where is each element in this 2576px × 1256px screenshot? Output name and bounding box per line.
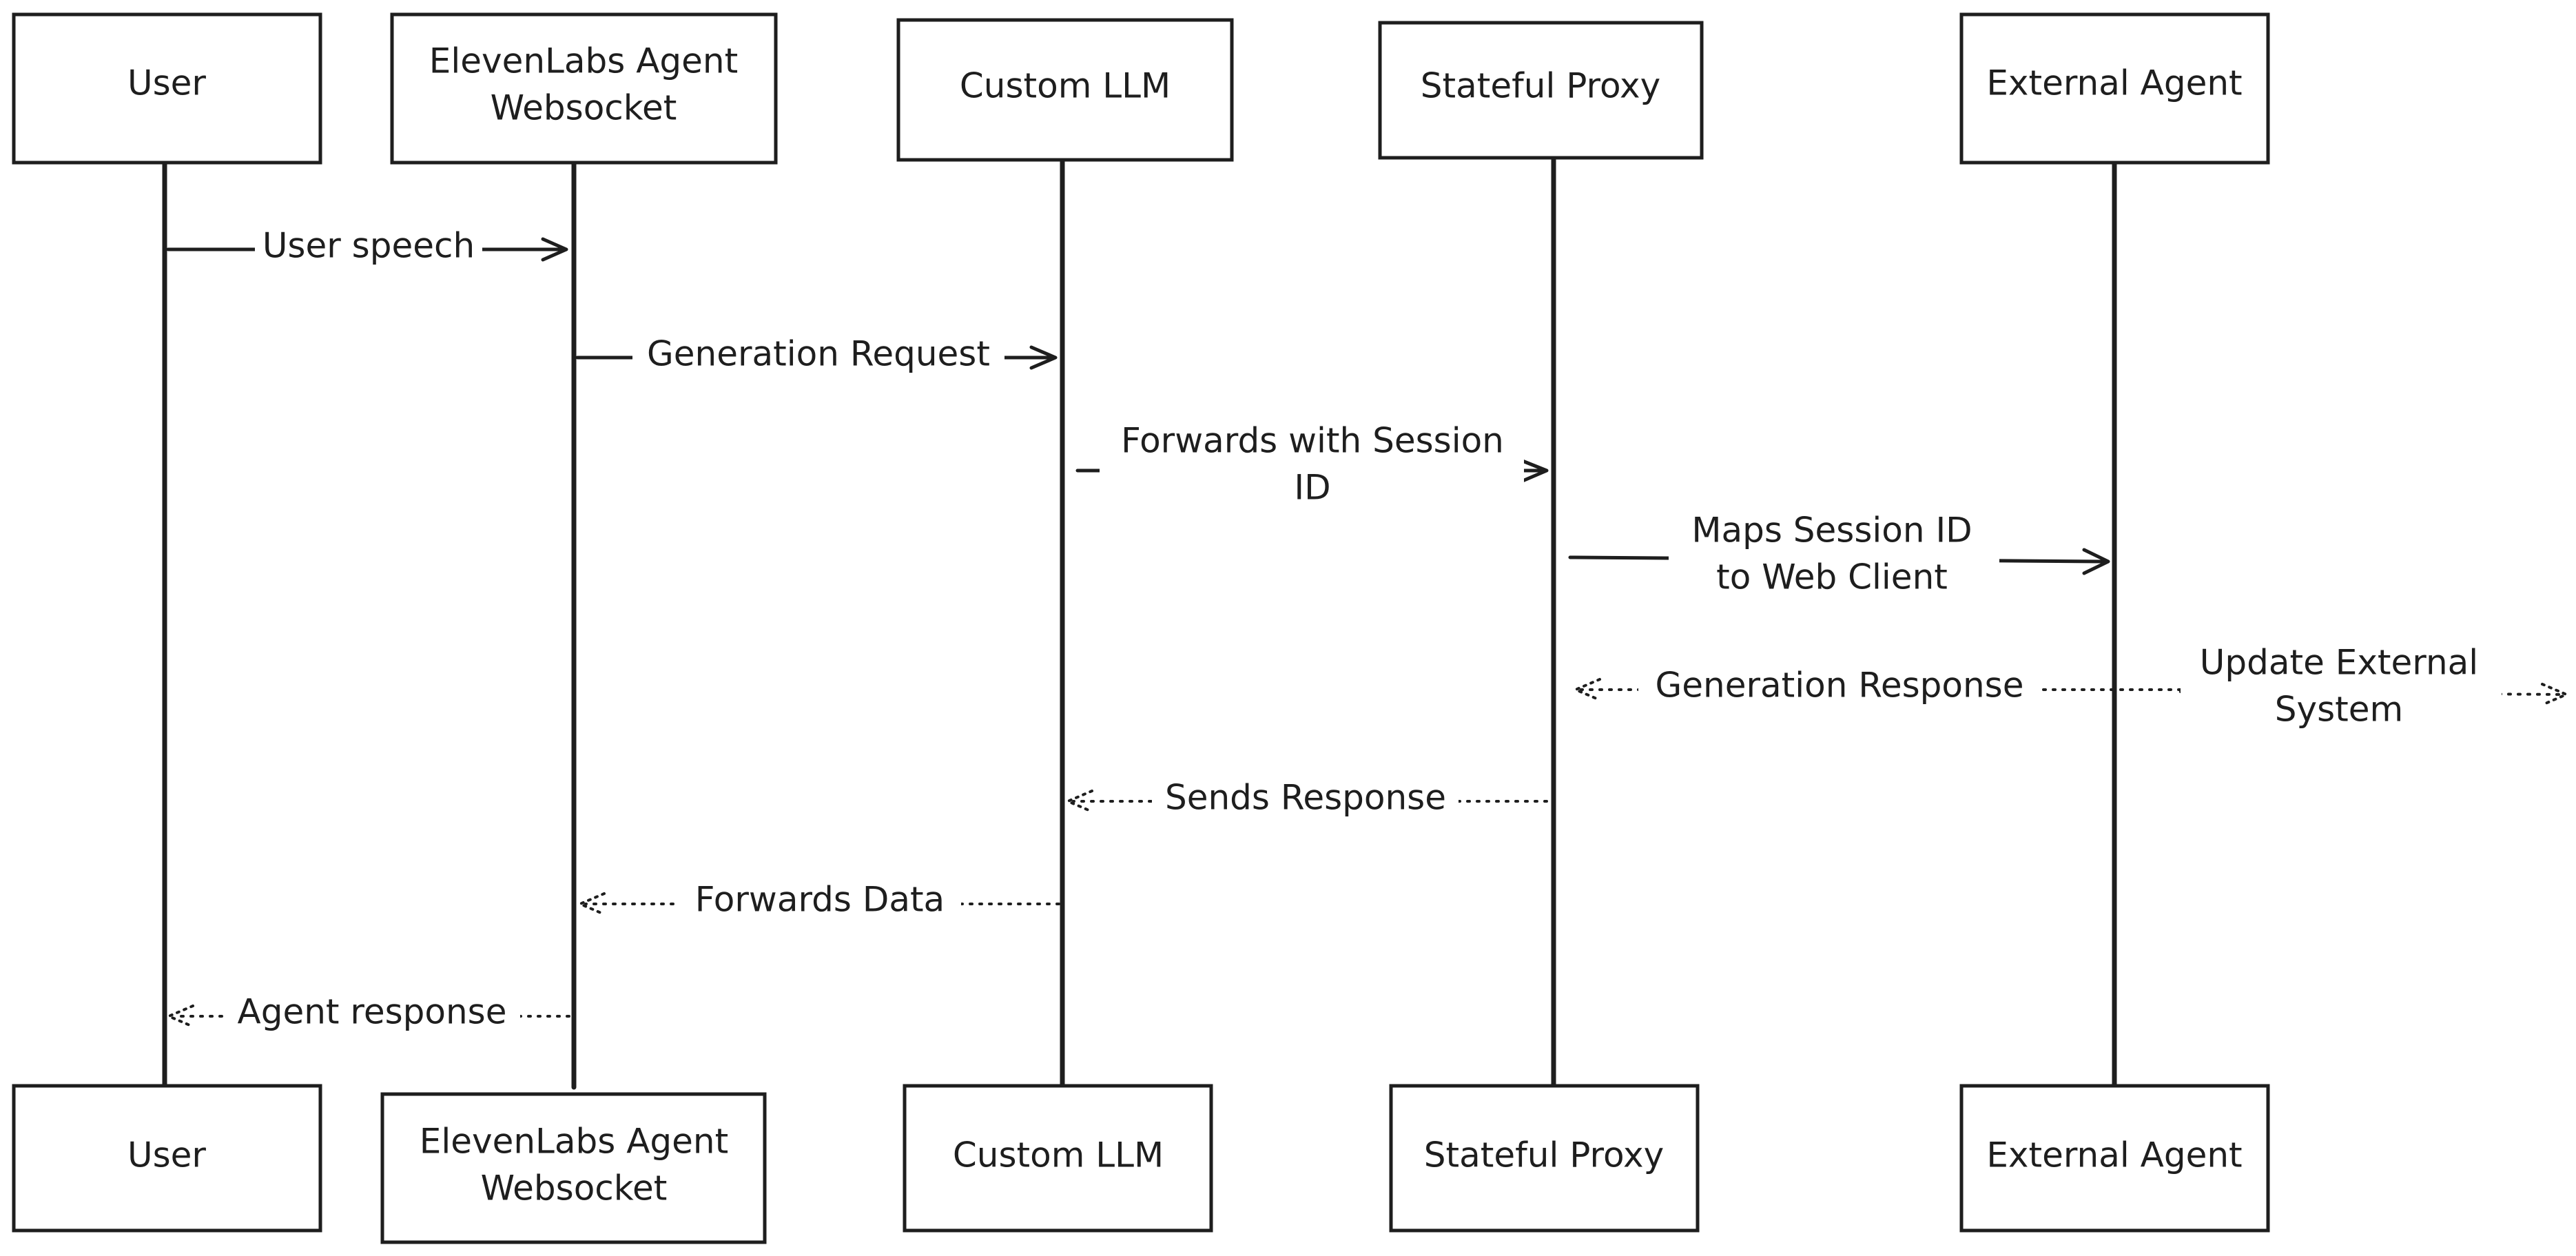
message-user-speech: User speech	[166, 226, 568, 270]
actor-label: Custom LLM	[953, 1135, 1164, 1175]
message-forwards-with-session-id: Forwards with Session ID	[1075, 420, 1549, 510]
message-label: Generation Request	[647, 334, 990, 374]
actor-label: ElevenLabs Agent	[420, 1122, 728, 1162]
message-generation-response: Generation Response	[1574, 666, 2182, 710]
lifelines	[162, 157, 2117, 1090]
message-label: User speech	[262, 226, 475, 266]
actor-custom-llm-bottom: Custom LLM	[903, 1084, 1213, 1233]
actor-label: External Agent	[1986, 63, 2242, 103]
actor-stateful-proxy-bottom: Stateful Proxy	[1389, 1084, 1700, 1233]
actor-label: User	[127, 1135, 206, 1175]
actor-label: ElevenLabs Agent	[429, 41, 738, 81]
message-generation-request: Generation Request	[575, 334, 1058, 378]
message-label: to Web Client	[1716, 557, 1948, 597]
messages: User speech Generation Request Forwards …	[166, 226, 2568, 1037]
message-label: Sends Response	[1165, 778, 1446, 818]
message-sends-response: Sends Response	[1067, 778, 1548, 822]
actors-bottom: User ElevenLabs Agent Websocket Custom L…	[12, 1084, 2270, 1244]
actor-label: User	[127, 63, 206, 103]
actor-label: Custom LLM	[960, 66, 1171, 106]
actor-elevenlabs-bottom: ElevenLabs Agent Websocket	[380, 1092, 767, 1244]
message-label: Maps Session ID	[1691, 511, 1972, 550]
message-label: ID	[1294, 468, 1330, 508]
message-label: Generation Response	[1656, 666, 2024, 706]
actor-external-agent-top: External Agent	[1959, 12, 2270, 165]
message-label: Agent response	[238, 992, 507, 1032]
actors-top: User ElevenLabs Agent Websocket Custom L…	[12, 12, 2270, 165]
message-label: Update External	[2200, 643, 2478, 683]
actor-label: Stateful Proxy	[1421, 66, 1660, 106]
actor-label: Websocket	[481, 1169, 668, 1208]
actor-label: Websocket	[491, 88, 677, 128]
message-maps-session-id: Maps Session ID to Web Client	[1568, 508, 2110, 604]
actor-stateful-proxy-top: Stateful Proxy	[1378, 21, 1704, 160]
actor-custom-llm-top: Custom LLM	[896, 18, 1234, 162]
actor-user-bottom: User	[12, 1084, 322, 1233]
message-forwards-data: Forwards Data	[579, 880, 1060, 925]
message-label: System	[2275, 690, 2403, 730]
message-label: Forwards Data	[695, 880, 945, 920]
message-agent-response: Agent response	[167, 992, 570, 1037]
actor-label: Stateful Proxy	[1424, 1135, 1664, 1175]
message-update-external-system: Update External System	[2179, 641, 2568, 736]
actor-label: External Agent	[1986, 1135, 2242, 1175]
message-label: Forwards with Session	[1121, 421, 1504, 461]
actor-elevenlabs-top: ElevenLabs Agent Websocket	[390, 12, 778, 165]
actor-user-top: User	[12, 12, 322, 165]
actor-external-agent-bottom: External Agent	[1959, 1084, 2270, 1233]
